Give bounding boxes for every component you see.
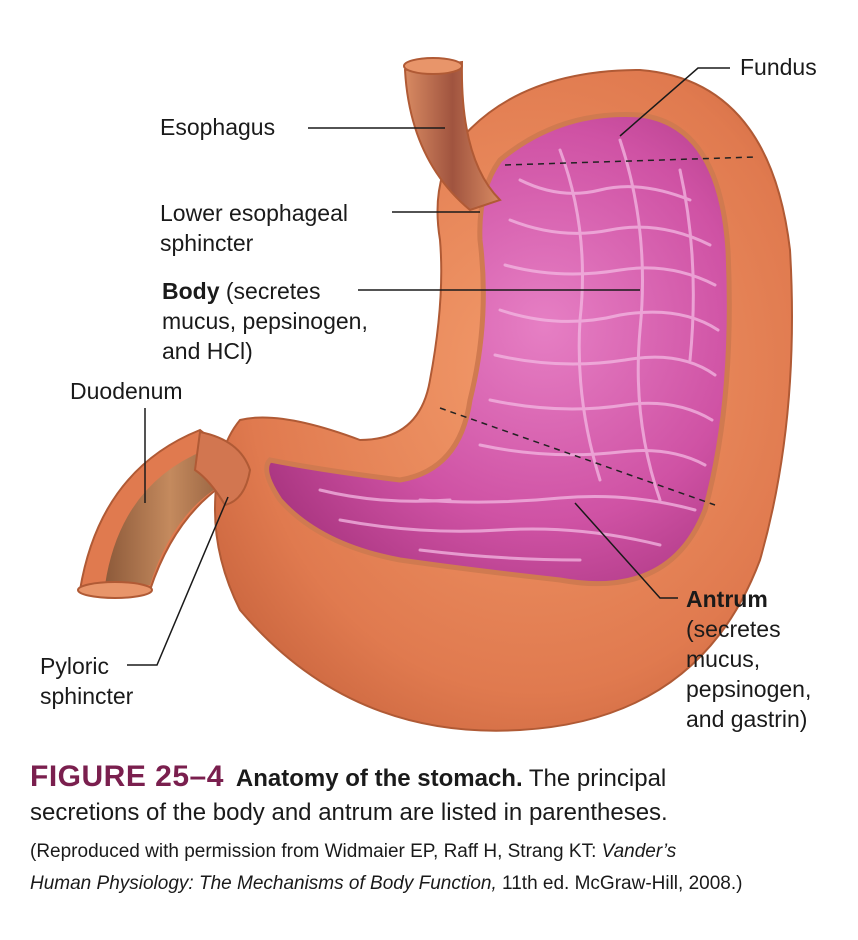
caption-line-1: FIGURE 25–4 Anatomy of the stomach. The p… — [30, 760, 840, 796]
label-lower-esophageal-sphincter: Lower esophageal sphincter — [160, 198, 348, 258]
body-term: Body — [162, 278, 220, 304]
antrum-line-1: Antrum — [686, 584, 811, 614]
antrum-line-3: mucus, — [686, 646, 761, 672]
les-line-1: Lower esophageal — [160, 200, 348, 226]
label-pyloric-sphincter: Pyloric sphincter — [40, 651, 133, 711]
credit-book-1: Vander’s — [601, 841, 677, 862]
gastric-folds — [318, 138, 720, 562]
figure-caption: FIGURE 25–4 Anatomy of the stomach. The p… — [30, 760, 840, 900]
body-line-3: and HCl) — [162, 338, 253, 364]
les-line-2: sphincter — [160, 230, 254, 256]
figure-number: FIGURE 25–4 — [30, 760, 224, 793]
caption-line-2: secretions of the body and antrum are li… — [30, 799, 668, 826]
pyloric-leader-line — [127, 496, 229, 666]
credit-prefix: (Reproduced with permission from Widmaie… — [30, 841, 602, 862]
label-fundus: Fundus — [740, 54, 817, 80]
body-line-1: Body (secretes — [162, 276, 368, 306]
antrum-line-5: and gastrin) — [686, 706, 808, 732]
caption-credit: (Reproduced with permission from Widmaie… — [30, 836, 840, 900]
credit-suffix: 11th ed. McGraw-Hill, 2008.) — [496, 873, 743, 894]
pyloric-line-2: sphincter — [40, 683, 134, 709]
esophagus — [403, 57, 502, 212]
caption-title: Anatomy of the stomach. — [235, 765, 523, 792]
antrum-boundary-line — [439, 407, 716, 506]
pyloric-line-1: Pyloric — [40, 653, 110, 679]
antrum-term: Antrum — [686, 586, 768, 612]
pyloric-sphincter — [193, 430, 252, 507]
body-line-1-rest: (secretes — [219, 278, 321, 304]
fundus-leader-line — [619, 67, 730, 137]
label-esophagus: Esophagus — [160, 114, 276, 140]
credit-book-2: Human Physiology: The Mechanisms of Body… — [30, 873, 497, 894]
antrum-leader-line — [574, 502, 678, 599]
stomach-lumen — [264, 112, 732, 587]
stomach-illustration — [77, 57, 793, 732]
antrum-line-2: (secretes — [686, 616, 781, 642]
body-line-2: mucus, pepsinogen, — [162, 308, 368, 334]
antrum-line-4: pepsinogen, — [686, 676, 812, 702]
caption-text-1: The principal — [522, 765, 667, 792]
label-body: Body (secretes mucus, pepsinogen, and HC… — [162, 276, 368, 366]
fundus-boundary-line — [504, 156, 756, 166]
label-antrum: Antrum (secretes mucus, pepsinogen, and … — [686, 584, 811, 734]
label-duodenum: Duodenum — [70, 378, 183, 404]
